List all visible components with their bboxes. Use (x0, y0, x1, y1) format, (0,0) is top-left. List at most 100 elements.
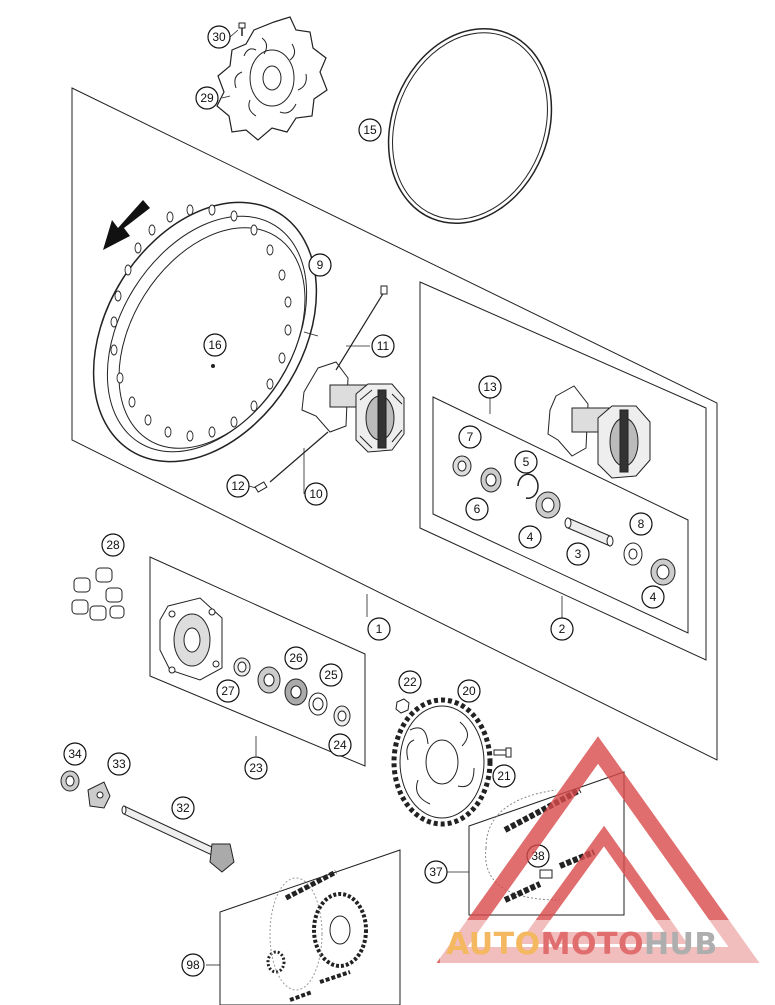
valve-dot (211, 364, 215, 368)
rubber-dampers (71, 567, 125, 621)
wheel-hub (547, 385, 651, 479)
watermark-hub: HUB (644, 927, 718, 962)
callout-8[interactable]: 8 (629, 512, 653, 536)
group-frame-1 (71, 87, 718, 761)
spoke-long (269, 431, 329, 483)
wheel-axle (121, 805, 235, 873)
callout-label: 5 (523, 455, 530, 469)
callout-label: 34 (68, 747, 82, 761)
callout-label: 37 (429, 865, 443, 879)
callout-label: 25 (324, 668, 338, 682)
wheel-rim (92, 201, 318, 463)
callout-4b[interactable]: 4 (641, 585, 665, 609)
callout-label: 27 (221, 684, 235, 698)
spoke-nipple (254, 481, 268, 493)
group-frame-23 (149, 556, 366, 767)
autohub-logo: AUTOMOTOHUB (436, 736, 770, 964)
callout-22[interactable]: 22 (398, 670, 422, 694)
rim-spoke-holes (110, 204, 292, 442)
sprocket-screw (493, 747, 512, 758)
callout-label: 9 (317, 258, 324, 272)
callout-label: 1 (376, 622, 383, 636)
callout-label: 26 (289, 651, 303, 665)
callout-16[interactable]: 16 (203, 333, 227, 357)
callout-98[interactable]: 98 (181, 953, 205, 977)
disc-screw (238, 22, 246, 36)
ball-bearing-1 (535, 491, 561, 519)
callout-label: 2 (559, 622, 566, 636)
callout-28[interactable]: 28 (101, 533, 125, 557)
carrier-ring (308, 692, 328, 716)
callout-1[interactable]: 1 (367, 617, 391, 641)
chain-adjuster (87, 781, 111, 809)
callout-23[interactable]: 23 (244, 756, 268, 780)
callout-29[interactable]: 29 (195, 86, 219, 110)
callout-21[interactable]: 21 (492, 764, 516, 788)
callout-5[interactable]: 5 (514, 450, 538, 474)
group-frame-13 (432, 396, 689, 634)
callout-label: 32 (176, 801, 190, 815)
group-frame-98 (219, 849, 401, 1005)
brake-disc (216, 16, 328, 141)
callout-32[interactable]: 32 (171, 796, 195, 820)
callout-9[interactable]: 9 (308, 253, 332, 277)
callout-2[interactable]: 2 (550, 617, 574, 641)
callout-25[interactable]: 25 (319, 663, 343, 687)
axle-nut (60, 770, 80, 792)
callout-label: 15 (363, 123, 377, 137)
callout-33[interactable]: 33 (107, 752, 131, 776)
callout-3[interactable]: 3 (566, 542, 590, 566)
callout-label: 33 (112, 757, 126, 771)
callout-label: 23 (249, 761, 263, 775)
callout-27[interactable]: 27 (216, 679, 240, 703)
callout-label: 98 (186, 958, 200, 972)
seal-ring (452, 455, 472, 477)
callout-label: 29 (200, 91, 214, 105)
callout-label: 21 (497, 769, 511, 783)
watermark-moto: MOTO (541, 927, 644, 962)
callout-10[interactable]: 10 (304, 482, 328, 506)
callout-26[interactable]: 26 (284, 646, 308, 670)
callout-label: 4 (650, 590, 657, 604)
callout-24[interactable]: 24 (328, 733, 352, 757)
callout-label: 28 (106, 538, 120, 552)
carrier-collar (333, 705, 351, 727)
callout-4a[interactable]: 4 (518, 525, 542, 549)
shaft-seal (480, 467, 502, 493)
callout-label: 16 (208, 338, 222, 352)
chain-kit (266, 869, 368, 1002)
callout-30[interactable]: 30 (207, 25, 231, 49)
callout-37[interactable]: 37 (424, 860, 448, 884)
ball-bearing-2 (650, 558, 676, 586)
callout-15[interactable]: 15 (358, 118, 382, 142)
callout-label: 13 (483, 380, 497, 394)
rim-band (387, 28, 553, 224)
callout-label: 6 (474, 502, 481, 516)
callout-label: 8 (638, 517, 645, 531)
spoke (335, 285, 388, 371)
callout-34[interactable]: 34 (63, 742, 87, 766)
callout-label: 30 (212, 30, 226, 44)
callout-label: 3 (575, 547, 582, 561)
sprocket-carrier (159, 597, 223, 681)
callout-label: 4 (527, 530, 534, 544)
callout-label: 12 (231, 479, 245, 493)
callout-label: 10 (309, 487, 323, 501)
svg-text:AUTOMOTOHUB: AUTOMOTOHUB (446, 927, 718, 962)
carrier-sleeve (233, 657, 251, 677)
watermark-auto: AUTO (446, 927, 541, 962)
callout-label: 24 (333, 738, 347, 752)
sprocket-nut (395, 698, 410, 714)
callout-label: 20 (462, 684, 476, 698)
wheel-hub-assembled (301, 361, 405, 453)
callout-7[interactable]: 7 (458, 425, 482, 449)
callout-label: 22 (403, 675, 417, 689)
callout-6[interactable]: 6 (465, 497, 489, 521)
carrier-bearing (257, 666, 281, 694)
callout-11[interactable]: 11 (371, 334, 395, 358)
leader-lines (206, 29, 563, 966)
callout-20[interactable]: 20 (457, 679, 481, 703)
callout-12[interactable]: 12 (226, 474, 250, 498)
callout-13[interactable]: 13 (478, 375, 502, 399)
